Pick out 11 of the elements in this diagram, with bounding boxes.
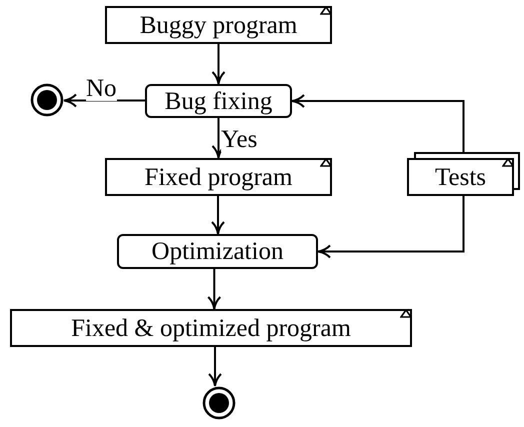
action-box [145, 84, 292, 118]
node-label: Tests [434, 164, 486, 190]
node-label: Optimization [152, 239, 284, 264]
action-box [117, 234, 318, 269]
node-label: Buggy program [140, 12, 298, 38]
node-label: Fixed & optimized program [71, 316, 351, 340]
node-label: Fixed program [144, 164, 292, 190]
document-box [105, 6, 332, 44]
document-box [105, 158, 332, 196]
node-label: Bug fixing [164, 88, 272, 114]
document-box [10, 309, 412, 347]
